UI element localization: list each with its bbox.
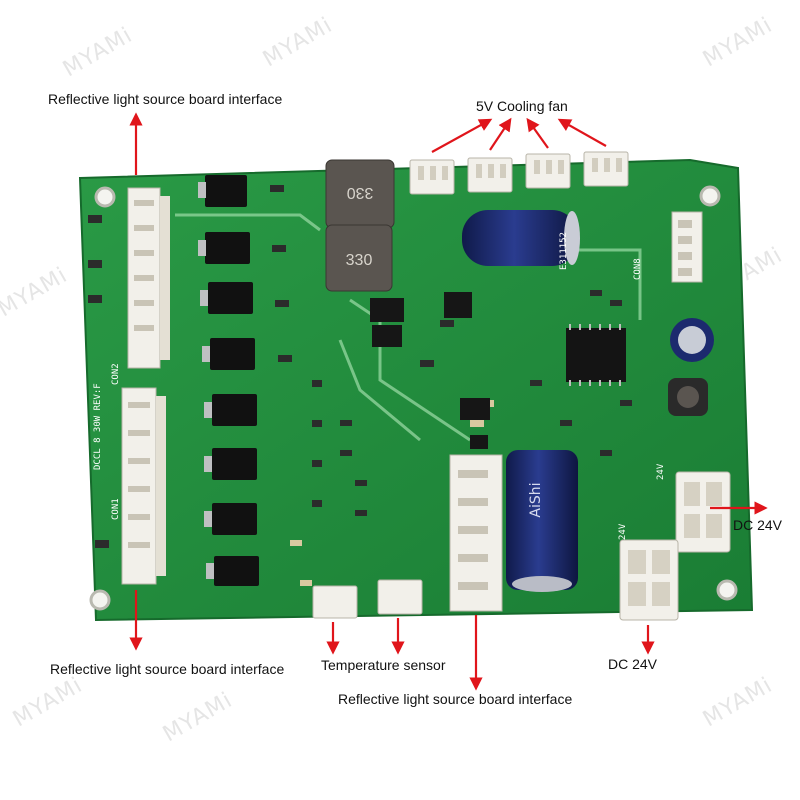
connector-con8 xyxy=(671,211,703,283)
temp-connector xyxy=(312,579,423,619)
connector-con2 xyxy=(127,187,170,369)
svg-text:CON2: CON2 xyxy=(111,363,121,385)
label-reflective-bottom-left: Reflective light source board interface xyxy=(50,661,285,677)
fan-connector-pins xyxy=(418,158,622,180)
connector-con1 xyxy=(121,387,166,585)
capacitor-horizontal xyxy=(462,210,580,266)
label-reflective-bottom-center: Reflective light source board interface xyxy=(338,691,573,707)
pcb-traces xyxy=(175,213,642,442)
dc-connector xyxy=(675,471,731,553)
annotation-arrows xyxy=(129,112,768,691)
connector-center xyxy=(449,454,503,612)
svg-text:CON1: CON1 xyxy=(111,498,121,520)
capacitor-brand-label: AiShi xyxy=(528,482,544,517)
mosfet-array xyxy=(205,175,259,586)
svg-text:DCCL 8 30W REV:F: DCCL 8 30W REV:F xyxy=(93,383,103,470)
dc-connector xyxy=(619,539,679,621)
silkscreen-text: CON2 CON1 DCCL 8 30W REV:F E311152 24V 2… xyxy=(93,232,666,540)
mounting-hole xyxy=(89,185,738,611)
label-dc-bottom: DC 24V xyxy=(608,656,658,672)
mosfet-tabs xyxy=(198,182,214,579)
inductor: 330 xyxy=(325,159,395,229)
svg-text:CON8: CON8 xyxy=(633,258,643,280)
capacitor-vertical: AiShi xyxy=(506,450,578,592)
svg-text:E311152: E311152 xyxy=(559,232,569,270)
microcontroller xyxy=(566,324,626,386)
svg-text:330: 330 xyxy=(347,184,374,201)
power-chip xyxy=(370,292,490,449)
capacitor-small xyxy=(670,318,714,362)
inductor-small xyxy=(668,378,708,416)
label-cooling-fan: 5V Cooling fan xyxy=(476,98,568,114)
label-temperature-sensor: Temperature sensor xyxy=(321,657,446,673)
label-reflective-top: Reflective light source board interface xyxy=(48,91,283,107)
inductor: 330 xyxy=(325,224,393,292)
smd-components xyxy=(88,185,632,548)
label-dc-right: DC 24V xyxy=(733,517,783,533)
svg-text:24V: 24V xyxy=(656,463,666,480)
svg-text:24V: 24V xyxy=(618,523,628,540)
svg-text:330: 330 xyxy=(346,252,373,269)
